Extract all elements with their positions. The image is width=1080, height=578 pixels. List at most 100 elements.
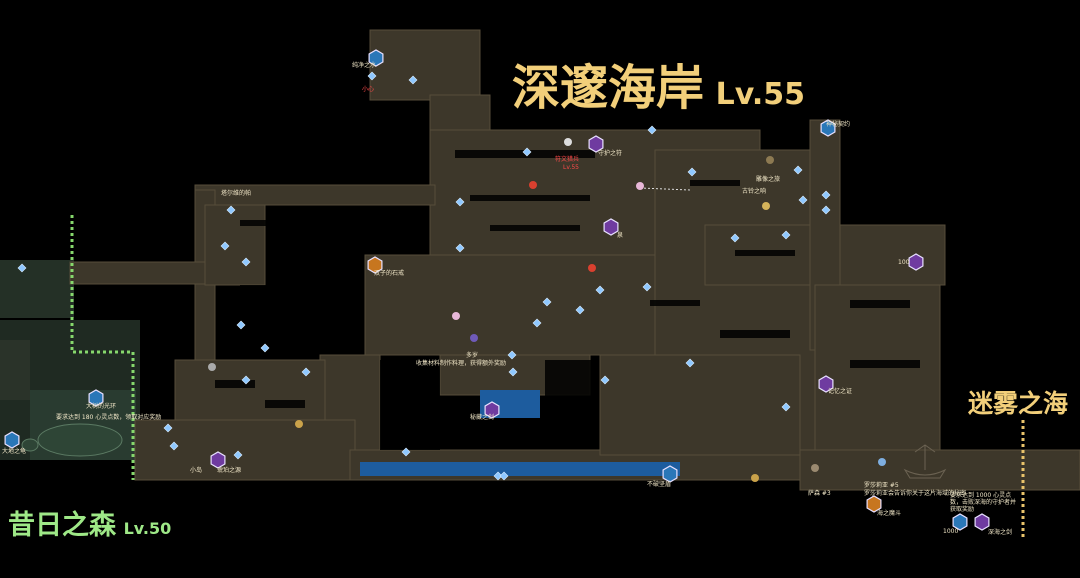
- crystal-icon[interactable]: [17, 263, 27, 273]
- npc-icon[interactable]: [636, 182, 644, 190]
- crystal-icon[interactable]: [781, 230, 791, 240]
- crystal-icon[interactable]: [233, 450, 243, 460]
- stone-icon[interactable]: [208, 363, 216, 371]
- waypoint-icon[interactable]: [974, 513, 990, 531]
- west-region-name: 昔日之森: [8, 510, 116, 541]
- label-rune-guard-level: Lv.55: [563, 164, 579, 171]
- chest-icon[interactable]: [529, 181, 537, 189]
- crystal-icon[interactable]: [493, 471, 503, 481]
- label-pure-water: 纯净之水: [352, 62, 377, 69]
- label-careful: 小心: [362, 86, 375, 93]
- waypoint-icon[interactable]: [367, 256, 383, 274]
- crystal-icon[interactable]: [685, 358, 695, 368]
- west-boundary-path: [70, 215, 135, 480]
- waypoint-icon[interactable]: [484, 401, 500, 419]
- crystal-icon[interactable]: [730, 233, 740, 243]
- crystal-icon[interactable]: [241, 375, 251, 385]
- label-altar: 塔尔维的帕: [221, 190, 252, 197]
- label-rune-crystal: 守护之符: [598, 150, 623, 157]
- turtle-silhouette: [21, 423, 123, 457]
- chest-icon[interactable]: [588, 264, 596, 272]
- crystal-icon[interactable]: [226, 205, 236, 215]
- crystal-icon[interactable]: [522, 147, 532, 157]
- cave-east-lower: [599, 354, 801, 456]
- label-shark: 海之魔斗: [877, 510, 902, 517]
- waypoint-icon[interactable]: [818, 375, 834, 393]
- crystal-icon[interactable]: [241, 257, 251, 267]
- cave-dark-hole: [380, 360, 440, 450]
- waypoint-icon[interactable]: [368, 49, 384, 67]
- waypoint-icon[interactable]: [908, 253, 924, 271]
- crystal-icon[interactable]: [542, 297, 552, 307]
- waypoint-icon[interactable]: [866, 495, 882, 513]
- npc-icon[interactable]: [762, 202, 770, 210]
- chest-icon[interactable]: [295, 420, 303, 428]
- crystal-icon[interactable]: [236, 320, 246, 330]
- label-lilisa-desc: 罗莎莉亚会告诉你关于这片海域的秘密: [864, 490, 967, 497]
- crystal-icon[interactable]: [408, 75, 418, 85]
- crystal-icon[interactable]: [455, 243, 465, 253]
- crystal-icon[interactable]: [798, 195, 808, 205]
- crystal-icon[interactable]: [163, 423, 173, 433]
- label-west-ring: 大树的光环: [86, 403, 117, 410]
- npc-icon[interactable]: [470, 334, 478, 342]
- npc-icon[interactable]: [878, 458, 886, 466]
- label-fountain: 泉: [617, 232, 624, 239]
- crystal-icon[interactable]: [600, 375, 610, 385]
- cave-west-room: [204, 204, 266, 286]
- label-twin-ring: 双子的石戒: [374, 270, 405, 277]
- cave-east-shore: [799, 449, 1080, 491]
- chest-icon[interactable]: [751, 474, 759, 482]
- waypoint-icon[interactable]: [662, 465, 678, 483]
- crystal-icon[interactable]: [595, 285, 605, 295]
- waypoint-icon[interactable]: [210, 451, 226, 469]
- crystal-icon[interactable]: [367, 71, 377, 81]
- waypoint-icon[interactable]: [88, 389, 104, 407]
- boss-skull-icon[interactable]: [564, 138, 572, 146]
- wall-7: [650, 300, 700, 306]
- npc-icon[interactable]: [766, 156, 774, 164]
- main-region-level: Lv.55: [715, 77, 805, 112]
- waypoint-icon[interactable]: [4, 431, 20, 449]
- wall-9: [735, 250, 795, 256]
- crystal-icon[interactable]: [260, 343, 270, 353]
- wall-6: [220, 310, 300, 318]
- crystal-icon[interactable]: [401, 447, 411, 457]
- crystal-icon[interactable]: [507, 350, 517, 360]
- wall-5: [240, 285, 350, 293]
- crystal-icon[interactable]: [220, 241, 230, 251]
- waypoint-icon[interactable]: [952, 513, 968, 531]
- npc-icon[interactable]: [452, 312, 460, 320]
- crystal-icon[interactable]: [455, 197, 465, 207]
- region-title-main: 深邃海岸 Lv.55: [512, 48, 805, 118]
- crystal-icon[interactable]: [781, 402, 791, 412]
- crystal-icon[interactable]: [575, 305, 585, 315]
- crystal-icon[interactable]: [821, 205, 831, 215]
- waypoint-icon[interactable]: [603, 218, 619, 236]
- label-statue: 雕像之旅: [756, 176, 781, 183]
- crystal-icon[interactable]: [499, 471, 509, 481]
- label-rune-guard: 符文猎兵: [555, 156, 580, 163]
- waypoint-icon[interactable]: [820, 119, 836, 137]
- crystal-icon[interactable]: [647, 125, 657, 135]
- crystal-icon[interactable]: [687, 167, 697, 177]
- wall-8: [720, 330, 790, 338]
- crystal-icon[interactable]: [508, 367, 518, 377]
- waypoint-icon[interactable]: [588, 135, 604, 153]
- crystal-icon[interactable]: [301, 367, 311, 377]
- crystal-icon[interactable]: [532, 318, 542, 328]
- map-markers: [4, 49, 990, 531]
- label-island: 小岛: [190, 467, 203, 474]
- west-forest-cave: [0, 340, 30, 400]
- crystal-icon[interactable]: [642, 282, 652, 292]
- crystal-icon[interactable]: [793, 165, 803, 175]
- npc-icon[interactable]: [811, 464, 819, 472]
- wall-2: [470, 195, 590, 201]
- label-west-quest: 要求达到 180 心灵点数，领取对应奖励: [56, 414, 162, 421]
- crystal-icon[interactable]: [169, 441, 179, 451]
- label-west-turtle: 大地之龟: [2, 448, 27, 455]
- wall-11: [850, 360, 920, 368]
- crystal-icon[interactable]: [821, 190, 831, 200]
- label-boss: 萨森 #3: [808, 490, 831, 497]
